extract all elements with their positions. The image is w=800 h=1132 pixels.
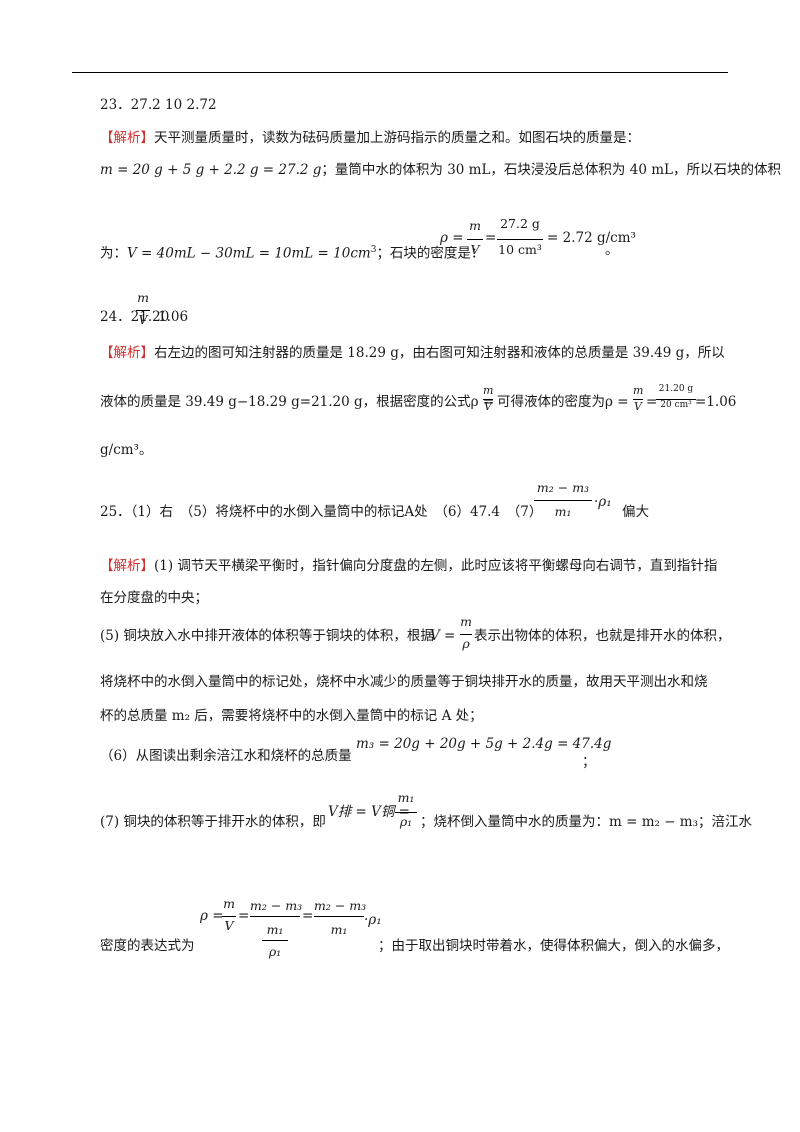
p8-d1d: ρ₁ xyxy=(268,944,282,959)
mass-formula: m = 20 g + 5 g + 2.2 g = 27.2 g xyxy=(100,162,322,178)
q25-analysis-p1a: 【解析】(1) 调节天平横梁平衡时，指针偏向分度盘的左侧，此时应该将平衡螺母向右… xyxy=(100,558,718,574)
q25-analysis-p5c: 将烧杯中的水倒入量筒中的标记处，烧杯中水减少的质量等于铜块排开水的质量，故用天平… xyxy=(100,674,708,690)
p8-d1n: m₁ xyxy=(266,922,284,937)
p6-formula: m₃ = 20g + 20g + 5g + 2.4g = 47.4g xyxy=(356,736,612,752)
q24-analysis-line2-mid: 可得液体的密度为ρ = xyxy=(497,394,629,410)
equals: = xyxy=(238,908,250,924)
q25-answer-tail: 偏大 xyxy=(622,504,649,520)
fraction-bar xyxy=(314,916,364,917)
q25-answer: 25．（1）右 （5）将烧杯中的水倒入量筒中的标记A处 （6）47.4 （7） xyxy=(100,504,543,520)
p8-rho1: ·ρ₁ xyxy=(364,912,382,928)
analysis-tag: 【解析】 xyxy=(100,345,154,361)
q25-analysis-p8: 密度的表达式为 xyxy=(100,938,195,954)
p8-m: m xyxy=(223,896,235,911)
q25-rho1: ·ρ₁ xyxy=(594,494,612,510)
q25-analysis-p7b: ；烧杯倒入量筒中水的质量为：m = m₂ − m₃；涪江水 xyxy=(420,814,753,830)
q24-analysis-line3: g/cm³。 xyxy=(100,442,153,458)
p8-rho: ρ = xyxy=(200,908,224,924)
fraction-bar xyxy=(222,916,236,917)
frac3-num: 21.20 g xyxy=(658,384,694,394)
q24-answer-tail: 1.06 xyxy=(158,309,189,325)
fraction-bar xyxy=(483,399,493,400)
q24-frac-V: V xyxy=(138,312,148,327)
fraction-bar xyxy=(136,310,150,311)
equals: = xyxy=(485,230,497,246)
q25-analysis-p7a: (7) 铜块的体积等于排开水的体积，即 xyxy=(100,814,326,830)
p8-d2: m₁ xyxy=(330,922,348,937)
q25-analysis-p5d: 杯的总质量 m₂ 后，需要将烧杯中的水倒入量筒中的标记 A 处； xyxy=(100,708,483,724)
p5-frac-den: ρ xyxy=(462,636,470,651)
fraction-bar xyxy=(262,940,288,941)
p8-V: V xyxy=(224,918,234,933)
p8-n1: m₂ − m₃ xyxy=(250,898,303,913)
fraction-bar xyxy=(534,500,592,501)
frac-V: V xyxy=(470,242,480,257)
q25-frac-den: m₁ xyxy=(554,504,572,519)
q24-analysis-line1: 【解析】右左边的图可知注射器的质量是 18.29 g，由右图可知注射器和液体的总… xyxy=(100,345,725,361)
fraction-bar xyxy=(467,239,483,240)
analysis-tag: 【解析】 xyxy=(100,130,154,146)
frac1-den: V xyxy=(484,400,492,413)
frac2-num: m xyxy=(633,384,644,397)
frac-m: m xyxy=(469,218,481,233)
fraction-bar xyxy=(497,239,543,240)
q25-frac-num: m₂ − m₃ xyxy=(536,480,590,495)
q23-analysis-line3: 为：V = 40mL − 30mL = 10mL = 10cm3；石块的密度是： xyxy=(100,245,485,262)
rho-symbol: ρ = xyxy=(440,230,464,246)
frac1-num: m xyxy=(483,384,494,397)
p7-frac-den: ρ₁ xyxy=(399,814,413,829)
q25-analysis-p6: （6）从图读出剩余涪江水和烧杯的总质量 xyxy=(100,748,352,764)
period: 。 xyxy=(605,242,619,258)
q24-frac-m: m xyxy=(137,290,149,305)
header-rule xyxy=(72,72,728,73)
q24-density-result: =1.06 xyxy=(695,394,737,410)
q24-answer: 24．21.20 xyxy=(100,309,170,325)
analysis-tag: 【解析】 xyxy=(100,558,154,574)
p5-frac-num: m xyxy=(460,614,472,629)
volume-formula: V = 40mL − 30mL = 10mL = 10cm xyxy=(127,245,371,262)
q25-analysis-p1b: 在分度盘的中央； xyxy=(100,590,208,606)
frac3-den: 20 cm³ xyxy=(660,400,692,410)
q25-analysis-p5b: 表示出物体的体积，也就是排开水的体积， xyxy=(474,628,731,644)
fraction-bar xyxy=(250,916,300,917)
p5-V: V = xyxy=(430,628,456,644)
frac-num-mass: 27.2 g xyxy=(500,216,540,231)
density-result: = 2.72 g/cm³ xyxy=(547,230,636,246)
fraction-bar xyxy=(633,399,643,400)
q24-analysis-line2: 液体的质量是 39.49 g−18.29 g=21.20 g，根据密度的公式ρ … xyxy=(100,394,495,410)
equals: = xyxy=(646,394,658,410)
equals: = xyxy=(302,908,314,924)
fraction-bar xyxy=(656,399,696,400)
q23-analysis-line2: m = 20 g + 5 g + 2.2 g = 27.2 g；量筒中水的体积为… xyxy=(100,162,781,178)
frac2-den: V xyxy=(634,400,642,413)
p6-end: ； xyxy=(582,754,596,770)
q25-analysis-p8-tail: ；由于取出铜块时带着水，使得体积偏大，倒入的水偏多， xyxy=(378,938,729,954)
p7-frac-num: m₁ xyxy=(397,790,415,805)
p7-V: V排 = V铜 = xyxy=(328,804,410,820)
fraction-bar xyxy=(460,634,472,635)
q23-analysis-line1: 【解析】天平测量质量时，读数为砝码质量加上游码指示的质量之和。如图石块的质量是： xyxy=(100,130,640,146)
q25-analysis-p5a: (5) 铜块放入水中排开液体的体积等于铜块的体积，根据 xyxy=(100,628,434,644)
p8-n2: m₂ − m₃ xyxy=(314,898,367,913)
q23-answer: 23．27.2 10 2.72 xyxy=(100,97,217,113)
fraction-bar xyxy=(395,812,417,813)
frac-den-volume: 10 cm³ xyxy=(498,242,542,257)
